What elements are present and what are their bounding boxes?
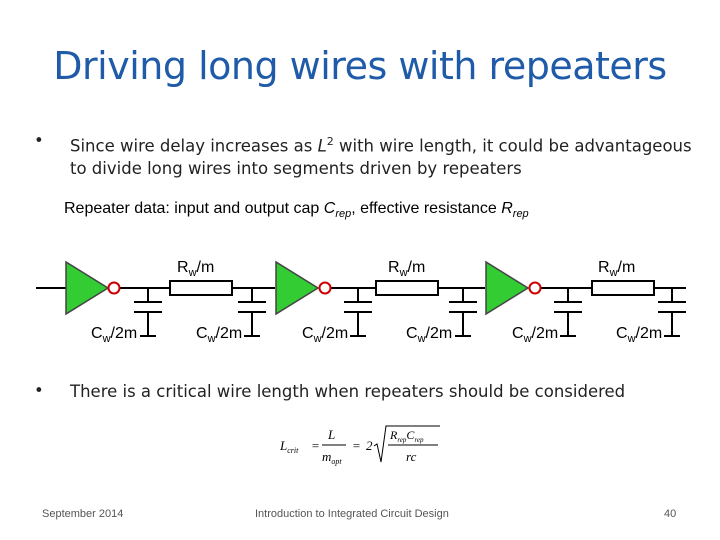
svg-text:L: L: [327, 427, 335, 442]
bullet-text: Since wire delay increases as L2 with wi…: [70, 135, 692, 178]
svg-text:=: =: [352, 438, 361, 453]
bullet-text: There is a critical wire length when rep…: [70, 382, 626, 401]
svg-text:Lcrit: Lcrit: [279, 438, 299, 455]
svg-text:2: 2: [366, 438, 373, 453]
footer-date: September 2014: [42, 508, 124, 520]
svg-text:=: =: [311, 438, 320, 453]
repeater-data-note: Repeater data: input and output cap Crep…: [64, 200, 529, 221]
repeater-bubble-2: [318, 281, 332, 295]
capacitor-label: Cw/2m: [406, 325, 452, 345]
slide-title: Driving long wires with repeaters: [53, 44, 667, 88]
svg-text:mopt: mopt: [322, 449, 342, 466]
capacitor-label: Cw/2m: [302, 325, 348, 345]
resistor-label: Rw/m: [177, 259, 214, 279]
repeater-buffer-2: [275, 260, 320, 316]
svg-text:RrepCrep: RrepCrep: [389, 428, 424, 444]
capacitor-label: Cw/2m: [512, 325, 558, 345]
footer-course-title: Introduction to Integrated Circuit Desig…: [255, 508, 449, 520]
repeater-buffer-3: [485, 260, 530, 316]
bullet-symbol: •: [34, 381, 44, 400]
resistor-label: Rw/m: [598, 259, 635, 279]
footer-page-number: 40: [664, 508, 677, 520]
resistor-2: [375, 280, 439, 296]
critical-length-formula: Lcrit = L mopt = 2 RrepCrep rc: [279, 425, 440, 466]
resistor-1: [169, 280, 233, 296]
repeater-buffer-1: [65, 260, 110, 316]
svg-text:rc: rc: [406, 449, 417, 464]
resistor-3: [591, 280, 655, 296]
capacitor-label: Cw/2m: [616, 325, 662, 345]
repeater-chain-diagram: Rw/m Rw/m Rw/m Cw/2m Cw/2m Cw/2m Cw/2m C…: [36, 259, 686, 345]
capacitor-label: Cw/2m: [91, 325, 137, 345]
capacitor-label: Cw/2m: [196, 325, 242, 345]
resistor-label: Rw/m: [388, 259, 425, 279]
repeater-bubble-1: [107, 281, 121, 295]
bullet-symbol: •: [34, 131, 44, 150]
repeater-bubble-3: [528, 281, 542, 295]
